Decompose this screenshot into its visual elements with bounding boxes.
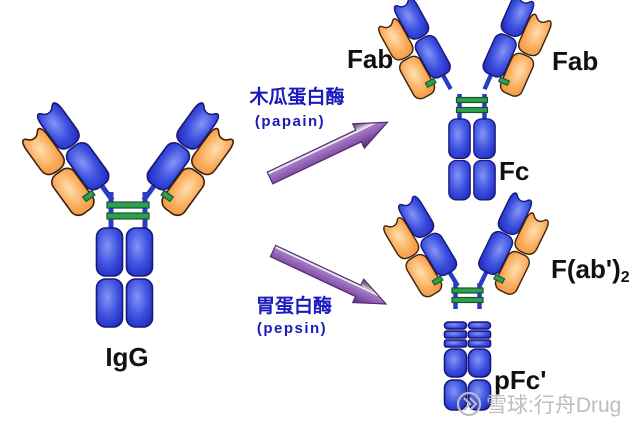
pepsin-name-en: (pepsin) — [257, 320, 327, 337]
pfc-label: pFc' — [494, 365, 546, 395]
papain-name-en: (papain) — [255, 113, 325, 130]
papain-name-cn: 木瓜蛋白酶 — [248, 85, 344, 108]
igg-fc-stem — [95, 227, 154, 328]
xueqiu-circle-logo-icon — [456, 391, 482, 417]
igg-antibody: IgG — [14, 101, 243, 372]
papain-products: Fab Fab Fc — [347, 0, 598, 201]
fc-label: Fc — [499, 156, 529, 186]
pepsin-name-cn: 胃蛋白酶 — [256, 294, 332, 317]
igg-label: IgG — [105, 342, 148, 372]
pepsin-reaction: 胃蛋白酶 (pepsin) — [256, 238, 393, 337]
fab2-label-subscript: 2 — [621, 269, 630, 286]
fab-left-label: Fab — [347, 44, 393, 74]
fab-right-label: Fab — [552, 46, 598, 76]
fc-fragment — [448, 94, 496, 201]
pepsin-products: F(ab')2 pFc' — [376, 192, 630, 411]
fab-fragment-right — [474, 0, 557, 104]
pfc-chain-left — [443, 321, 468, 411]
fab2-label-main: F(ab') — [551, 254, 621, 284]
fab2-label: F(ab')2 — [551, 254, 630, 286]
pfc-chain-right — [467, 321, 492, 411]
papain-reaction: 木瓜蛋白酶 (papain) — [248, 85, 394, 191]
watermark-text: 雪球:行舟Drug — [486, 394, 621, 417]
fab2-fragment — [376, 192, 554, 309]
pfc-fragment — [443, 321, 492, 411]
igg-hinge-region — [106, 192, 150, 229]
watermark: 雪球:行舟Drug — [456, 391, 621, 417]
